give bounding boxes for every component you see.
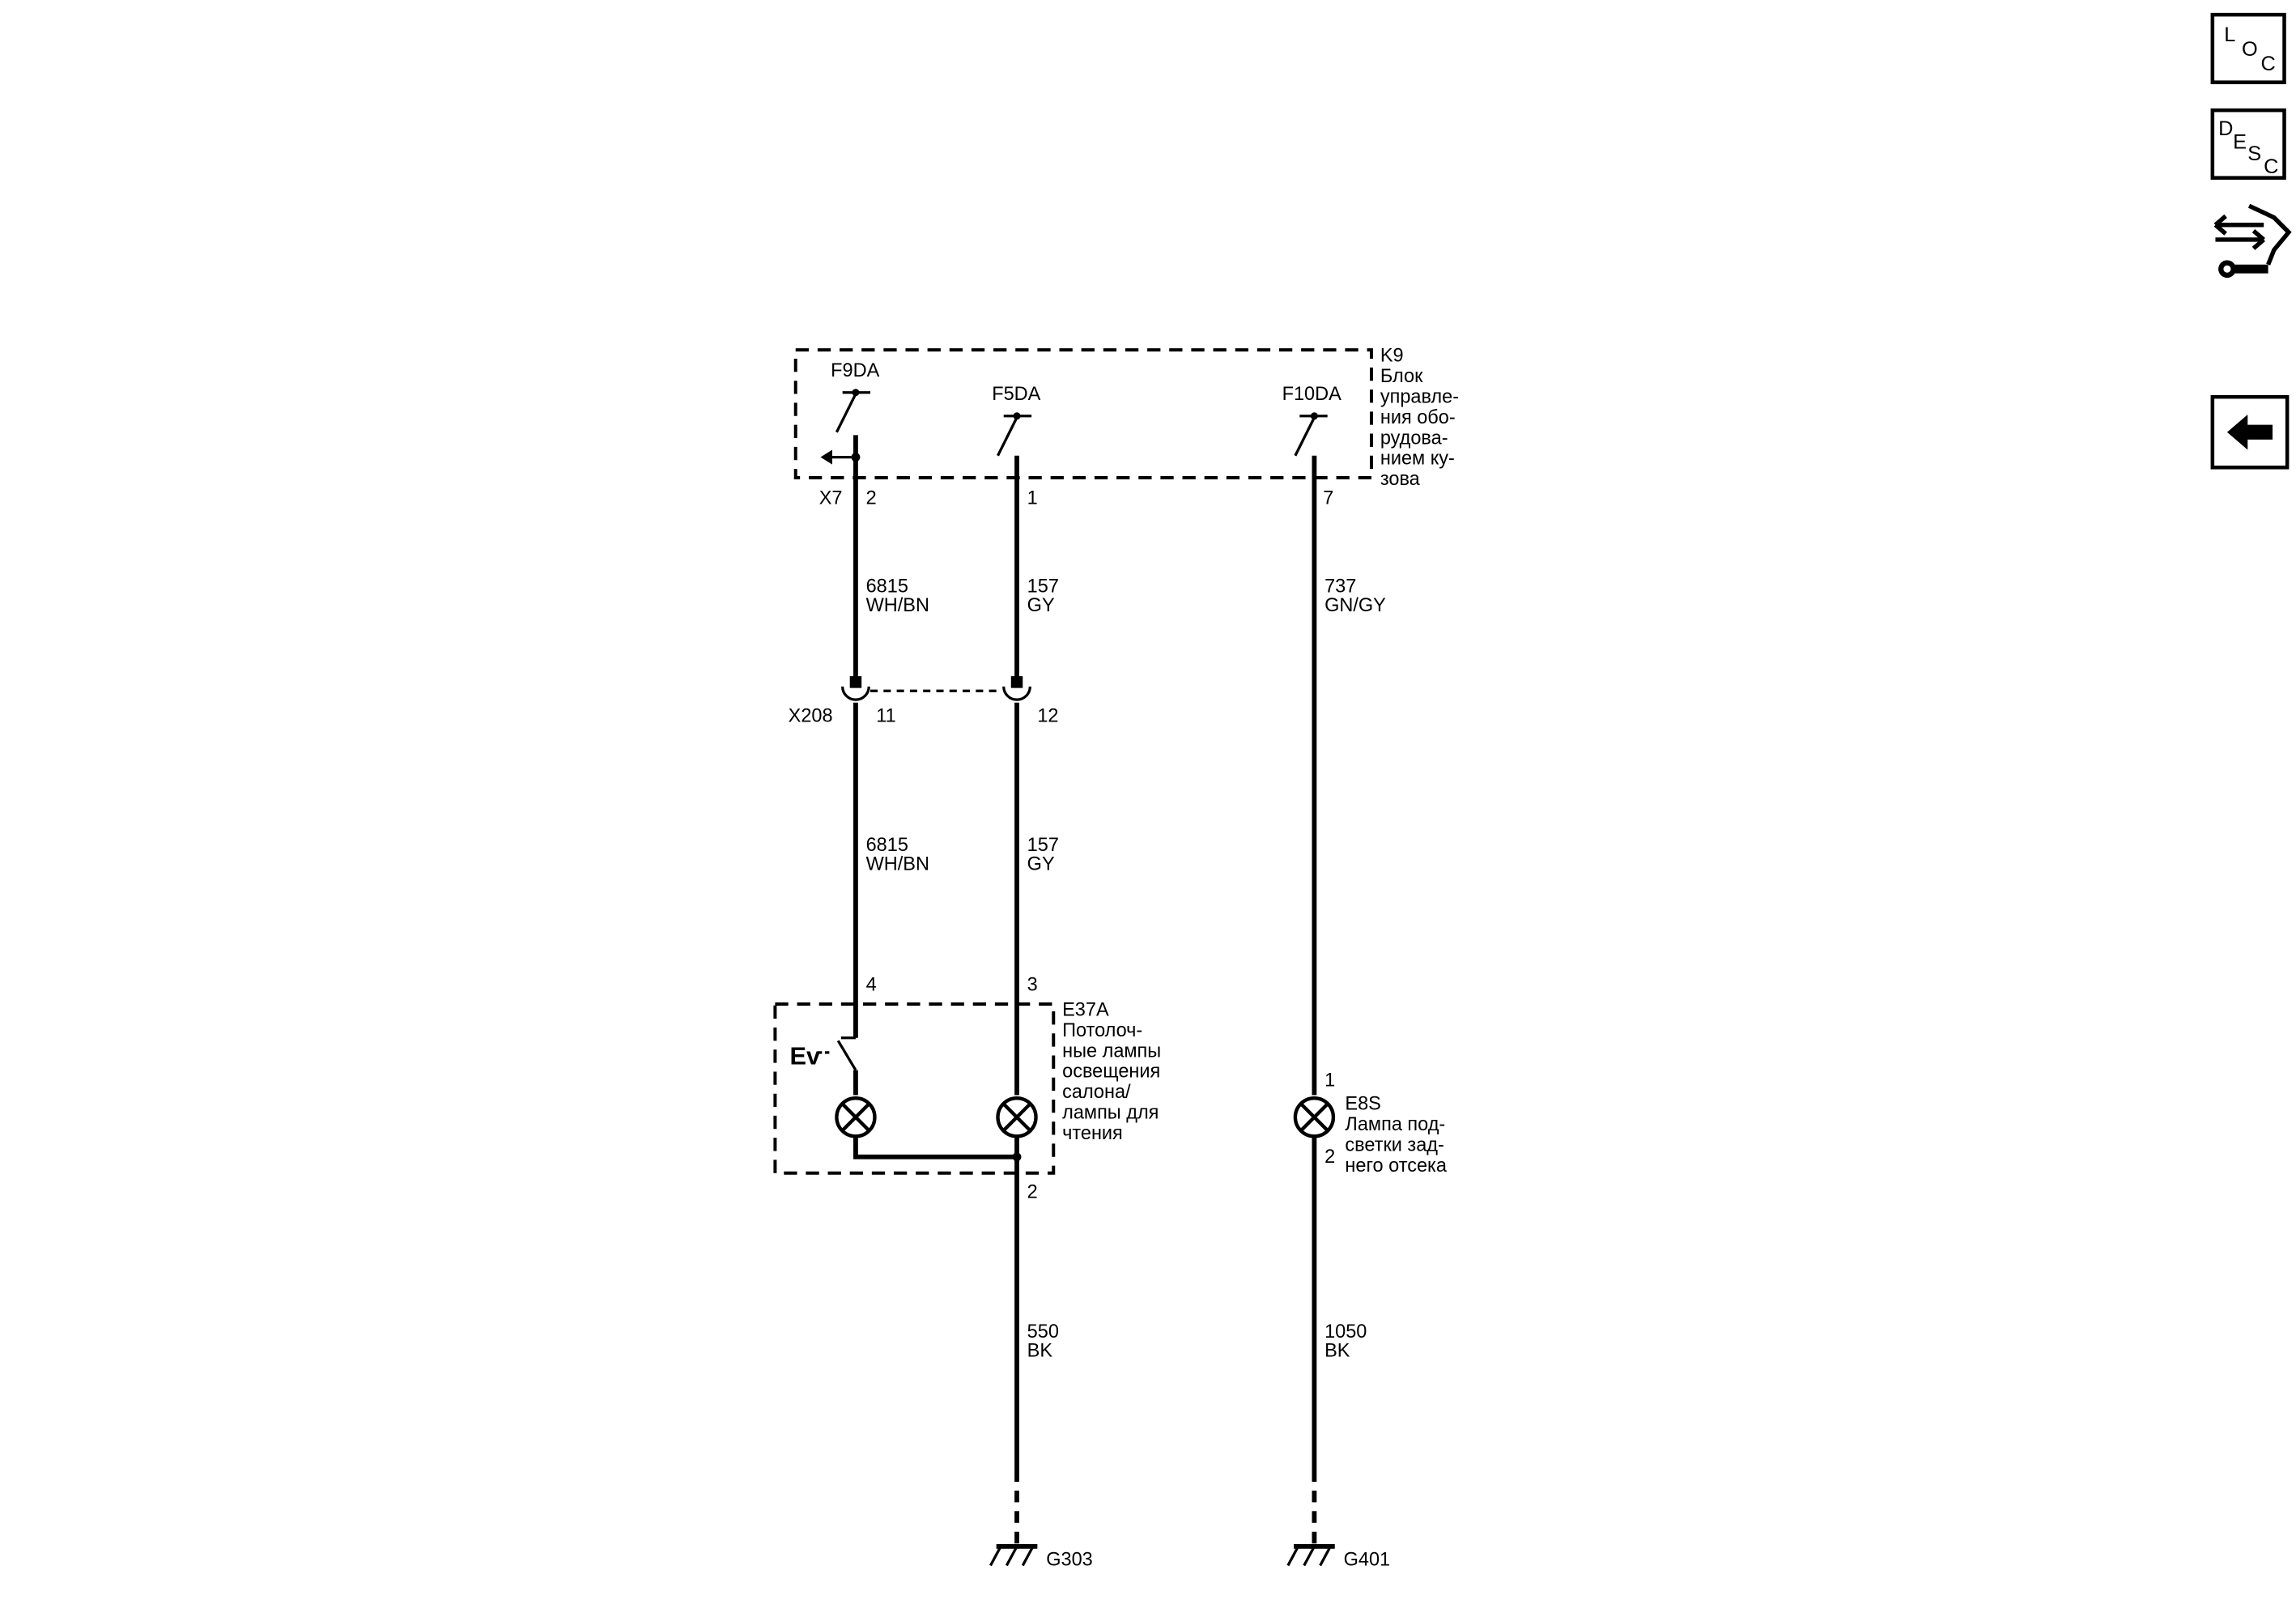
wire-6815-upper-num: 6815 (866, 576, 908, 597)
k9-pin-7: 7 (1323, 487, 1333, 509)
k9-pin-1: 1 (1027, 487, 1038, 509)
x208-pin-12: 12 (1037, 704, 1058, 726)
wire-737-num: 737 (1324, 576, 1356, 597)
e8s-pin-1: 1 (1324, 1070, 1335, 1091)
k9-desc-line-2: управле- (1380, 385, 1459, 406)
k9-desc-line-5: нием ку- (1380, 448, 1455, 469)
loc-button[interactable]: L O C (2210, 12, 2286, 84)
wire-6815-upper-color: WH/BN (866, 594, 929, 615)
connector-x7-label: X7 (819, 487, 843, 509)
loc-letter-l: L (2224, 23, 2235, 46)
e37a-desc-line-6: чтения (1062, 1122, 1123, 1143)
e37a-pin-4: 4 (866, 974, 877, 995)
loc-letter-c: C (2261, 53, 2276, 75)
driver-f9da-label: F9DA (831, 360, 879, 381)
desc-letter-d: D (2218, 117, 2233, 140)
lamp-reading-right (996, 1096, 1038, 1138)
k9-pin-2: 2 (866, 487, 877, 509)
lamp-trunk (1293, 1096, 1336, 1138)
driver-f10da-label: F10DA (1282, 383, 1341, 404)
desc-letter-e: E (2233, 130, 2247, 153)
wire-550-color: BK (1027, 1340, 1053, 1361)
e8s-pin-2: 2 (1324, 1146, 1335, 1167)
e37a-common-link (853, 1136, 1018, 1160)
e37a-module-box (773, 1002, 1056, 1175)
driver-f9da-switch (820, 389, 871, 465)
wire-737-color: GN/GY (1324, 594, 1386, 615)
e37a-desc-line-1: Потолоч- (1062, 1019, 1142, 1040)
ground-g401-label: G401 (1344, 1548, 1391, 1569)
e37a-desc-line-4: салона/ (1062, 1081, 1131, 1102)
k9-id: K9 (1380, 345, 1404, 366)
e37a-id: E37A (1062, 998, 1109, 1019)
arrow-left-icon (2226, 414, 2273, 450)
x208-pin-11: 11 (876, 704, 895, 726)
desc-button[interactable]: D E S C (2210, 108, 2286, 180)
k9-desc-line-6: зова (1380, 468, 1421, 489)
e8s-desc-line-1: Лампа под- (1345, 1113, 1445, 1134)
wire-157-upper-color: GY (1027, 594, 1055, 615)
e37a-desc-line-3: освещения (1062, 1061, 1160, 1082)
loc-letter-o: O (2242, 38, 2258, 61)
k9-desc-line-4: рудова- (1380, 427, 1448, 448)
wire-1050-color: BK (1324, 1340, 1350, 1361)
e8s-desc-line-2: светки зад- (1345, 1134, 1444, 1155)
wire-157-upper-num: 157 (1027, 576, 1059, 597)
e37a-desc-line-5: лампы для (1062, 1102, 1159, 1123)
ground-g303-label: G303 (1046, 1548, 1093, 1569)
e8s-id: E8S (1345, 1093, 1380, 1114)
desc-letter-c: C (2264, 155, 2278, 178)
back-button[interactable] (2210, 394, 2290, 470)
wire-157-lower-color: GY (1027, 853, 1055, 874)
wire-6815-lower-color: WH/BN (866, 853, 929, 874)
wrench-arrows-icon[interactable] (2213, 203, 2292, 279)
door-switch (836, 1036, 858, 1096)
wire-157-lower-num: 157 (1027, 834, 1059, 855)
connector-x208 (841, 676, 1031, 701)
lamp-dome-left (835, 1096, 877, 1138)
wire-1050-num: 1050 (1324, 1321, 1367, 1342)
wire-6815-lower-num: 6815 (866, 834, 908, 855)
e37a-pin-3: 3 (1027, 974, 1038, 995)
e8s-desc-line-3: него отсека (1345, 1155, 1447, 1176)
ground-g303-icon (989, 1543, 1038, 1567)
driver-f5da-switch (997, 412, 1032, 457)
driver-f10da-switch (1294, 412, 1328, 457)
k9-desc-line-3: ния обо- (1380, 406, 1456, 428)
driver-f5da-label: F5DA (992, 383, 1040, 404)
wire-550-num: 550 (1027, 1321, 1059, 1342)
ground-g401-icon (1286, 1543, 1335, 1567)
desc-letter-s: S (2247, 143, 2261, 165)
e37a-pin-2: 2 (1027, 1181, 1038, 1202)
door-switch-symbol: Ev (789, 1041, 820, 1070)
connector-x208-label: X208 (789, 704, 833, 726)
k9-desc-line-1: Блок (1380, 365, 1423, 386)
e37a-desc-line-2: ные лампы (1062, 1040, 1161, 1061)
k9-module-box (793, 348, 1373, 480)
